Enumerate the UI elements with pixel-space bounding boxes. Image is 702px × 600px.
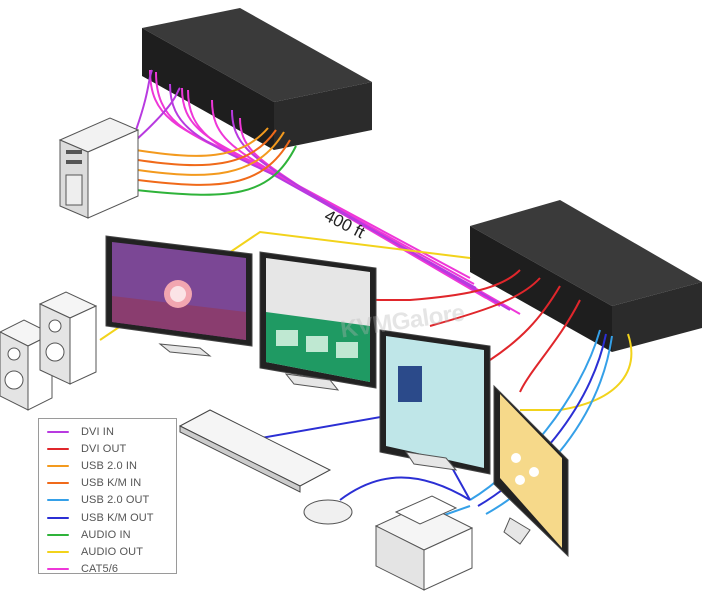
monitor-4 bbox=[493, 384, 569, 558]
monitor-1 bbox=[105, 235, 253, 357]
legend-label: USB K/M OUT bbox=[81, 511, 154, 524]
legend-label: AUDIO OUT bbox=[81, 545, 144, 558]
legend-swatch bbox=[47, 482, 69, 485]
legend-swatch bbox=[47, 499, 69, 502]
legend-swatch bbox=[47, 533, 69, 536]
legend-item: AUDIO OUT bbox=[47, 543, 176, 560]
legend-label: DVI OUT bbox=[81, 442, 127, 455]
legend-item: USB 2.0 OUT bbox=[47, 492, 176, 509]
legend-item: USB K/M IN bbox=[47, 475, 176, 492]
legend-swatch bbox=[47, 430, 69, 433]
legend-item: DVI IN bbox=[47, 423, 176, 440]
pc-tower bbox=[58, 117, 140, 219]
mouse bbox=[303, 499, 353, 525]
monitor-3 bbox=[379, 329, 491, 475]
pc-dvi-cables bbox=[135, 69, 181, 141]
legend-swatch bbox=[47, 516, 69, 519]
pc-usb-cables bbox=[135, 127, 297, 196]
transmitter-unit bbox=[142, 8, 372, 150]
legend-swatch bbox=[47, 568, 69, 571]
printer bbox=[374, 495, 474, 591]
legend-label: USB 2.0 IN bbox=[81, 459, 138, 472]
legend-label: USB 2.0 OUT bbox=[81, 494, 150, 507]
legend-item: CAT5/6 bbox=[47, 561, 176, 578]
cable-legend: DVI IN DVI OUT USB 2.0 IN USB K/M IN USB 2.0… bbox=[38, 418, 177, 575]
legend-swatch bbox=[47, 447, 69, 450]
legend-swatch bbox=[47, 550, 69, 553]
legend-label: CAT5/6 bbox=[81, 563, 119, 576]
legend-swatch bbox=[47, 464, 69, 467]
legend-item: DVI OUT bbox=[47, 440, 176, 457]
receiver-unit bbox=[470, 200, 702, 352]
legend-item: USB K/M OUT bbox=[47, 509, 176, 526]
legend-item: AUDIO IN bbox=[47, 526, 176, 543]
legend-label: AUDIO IN bbox=[81, 528, 131, 541]
cat56-cables-dark bbox=[169, 83, 511, 311]
monitor-2 bbox=[259, 251, 377, 391]
legend-item: USB 2.0 IN bbox=[47, 457, 176, 474]
legend-label: DVI IN bbox=[81, 425, 114, 438]
keyboard bbox=[178, 409, 332, 493]
speakers bbox=[0, 291, 98, 411]
legend-label: USB K/M IN bbox=[81, 477, 142, 490]
